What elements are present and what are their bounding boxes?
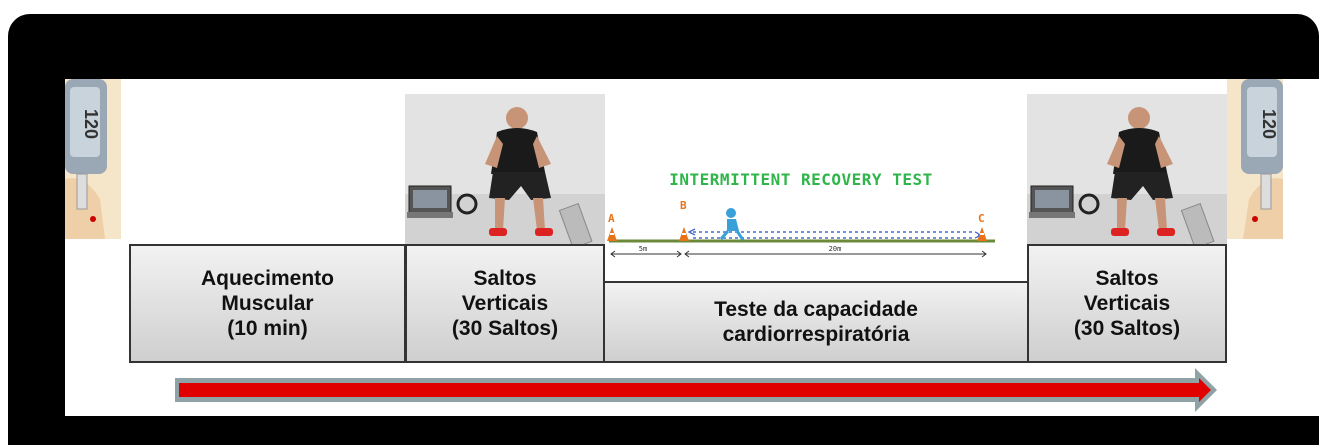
distance-label-5m: 5m [639, 245, 647, 253]
stage-cardio-line1: Teste da capacidade [714, 298, 918, 321]
stage-cardio-line2: cardiorrespiratória [722, 323, 910, 346]
protocol-diagram: 120 [65, 79, 1319, 416]
stage-jumps1-line3: (30 Saltos) [451, 317, 559, 340]
stage-jumps1-line1: Saltos [473, 267, 537, 290]
glucometer-right-reading: 120 [1259, 109, 1279, 139]
cone-label-c: C [978, 212, 985, 225]
distance-label-20m: 20m [829, 245, 842, 253]
runner-icon [719, 208, 745, 241]
cone-label-b: B [680, 199, 687, 212]
recovery-test-illustration: A B C 5m 20m [607, 199, 995, 258]
recovery-test-title: INTERMITTENT RECOVERY TEST [669, 170, 933, 189]
stage-warmup-line2: Muscular [221, 292, 314, 315]
stage-jumps1-line2: Verticais [461, 292, 549, 315]
black-frame: 120 [8, 14, 1319, 445]
vertical-jump-photo-right [1027, 94, 1227, 246]
stage-cardio-test-box: Teste da capacidade cardiorrespiratória [603, 281, 1029, 363]
stage-warmup-line1: Aquecimento [200, 267, 334, 290]
cone-label-a: A [608, 212, 615, 225]
cone-c-icon [977, 227, 987, 241]
vertical-jump-photo-left [405, 94, 605, 246]
timeline-arrow [175, 368, 1217, 412]
stage-jumps2-line1: Saltos [1095, 267, 1159, 290]
cone-b-icon [679, 227, 689, 241]
stage-warmup-line3: (10 min) [227, 317, 308, 340]
glucometer-right-image: 120 [1227, 79, 1283, 239]
cone-a-icon [607, 227, 617, 241]
glucometer-left-reading: 120 [81, 109, 101, 139]
stage-vertical-jumps-box-1: Saltos Verticais (30 Saltos) [405, 244, 605, 363]
stage-jumps2-line2: Verticais [1083, 292, 1171, 315]
stage-warmup-box: Aquecimento Muscular (10 min) [129, 244, 406, 363]
stage-vertical-jumps-box-2: Saltos Verticais (30 Saltos) [1027, 244, 1227, 363]
stage-jumps2-line3: (30 Saltos) [1073, 317, 1181, 340]
glucometer-left-image: 120 [65, 79, 121, 239]
